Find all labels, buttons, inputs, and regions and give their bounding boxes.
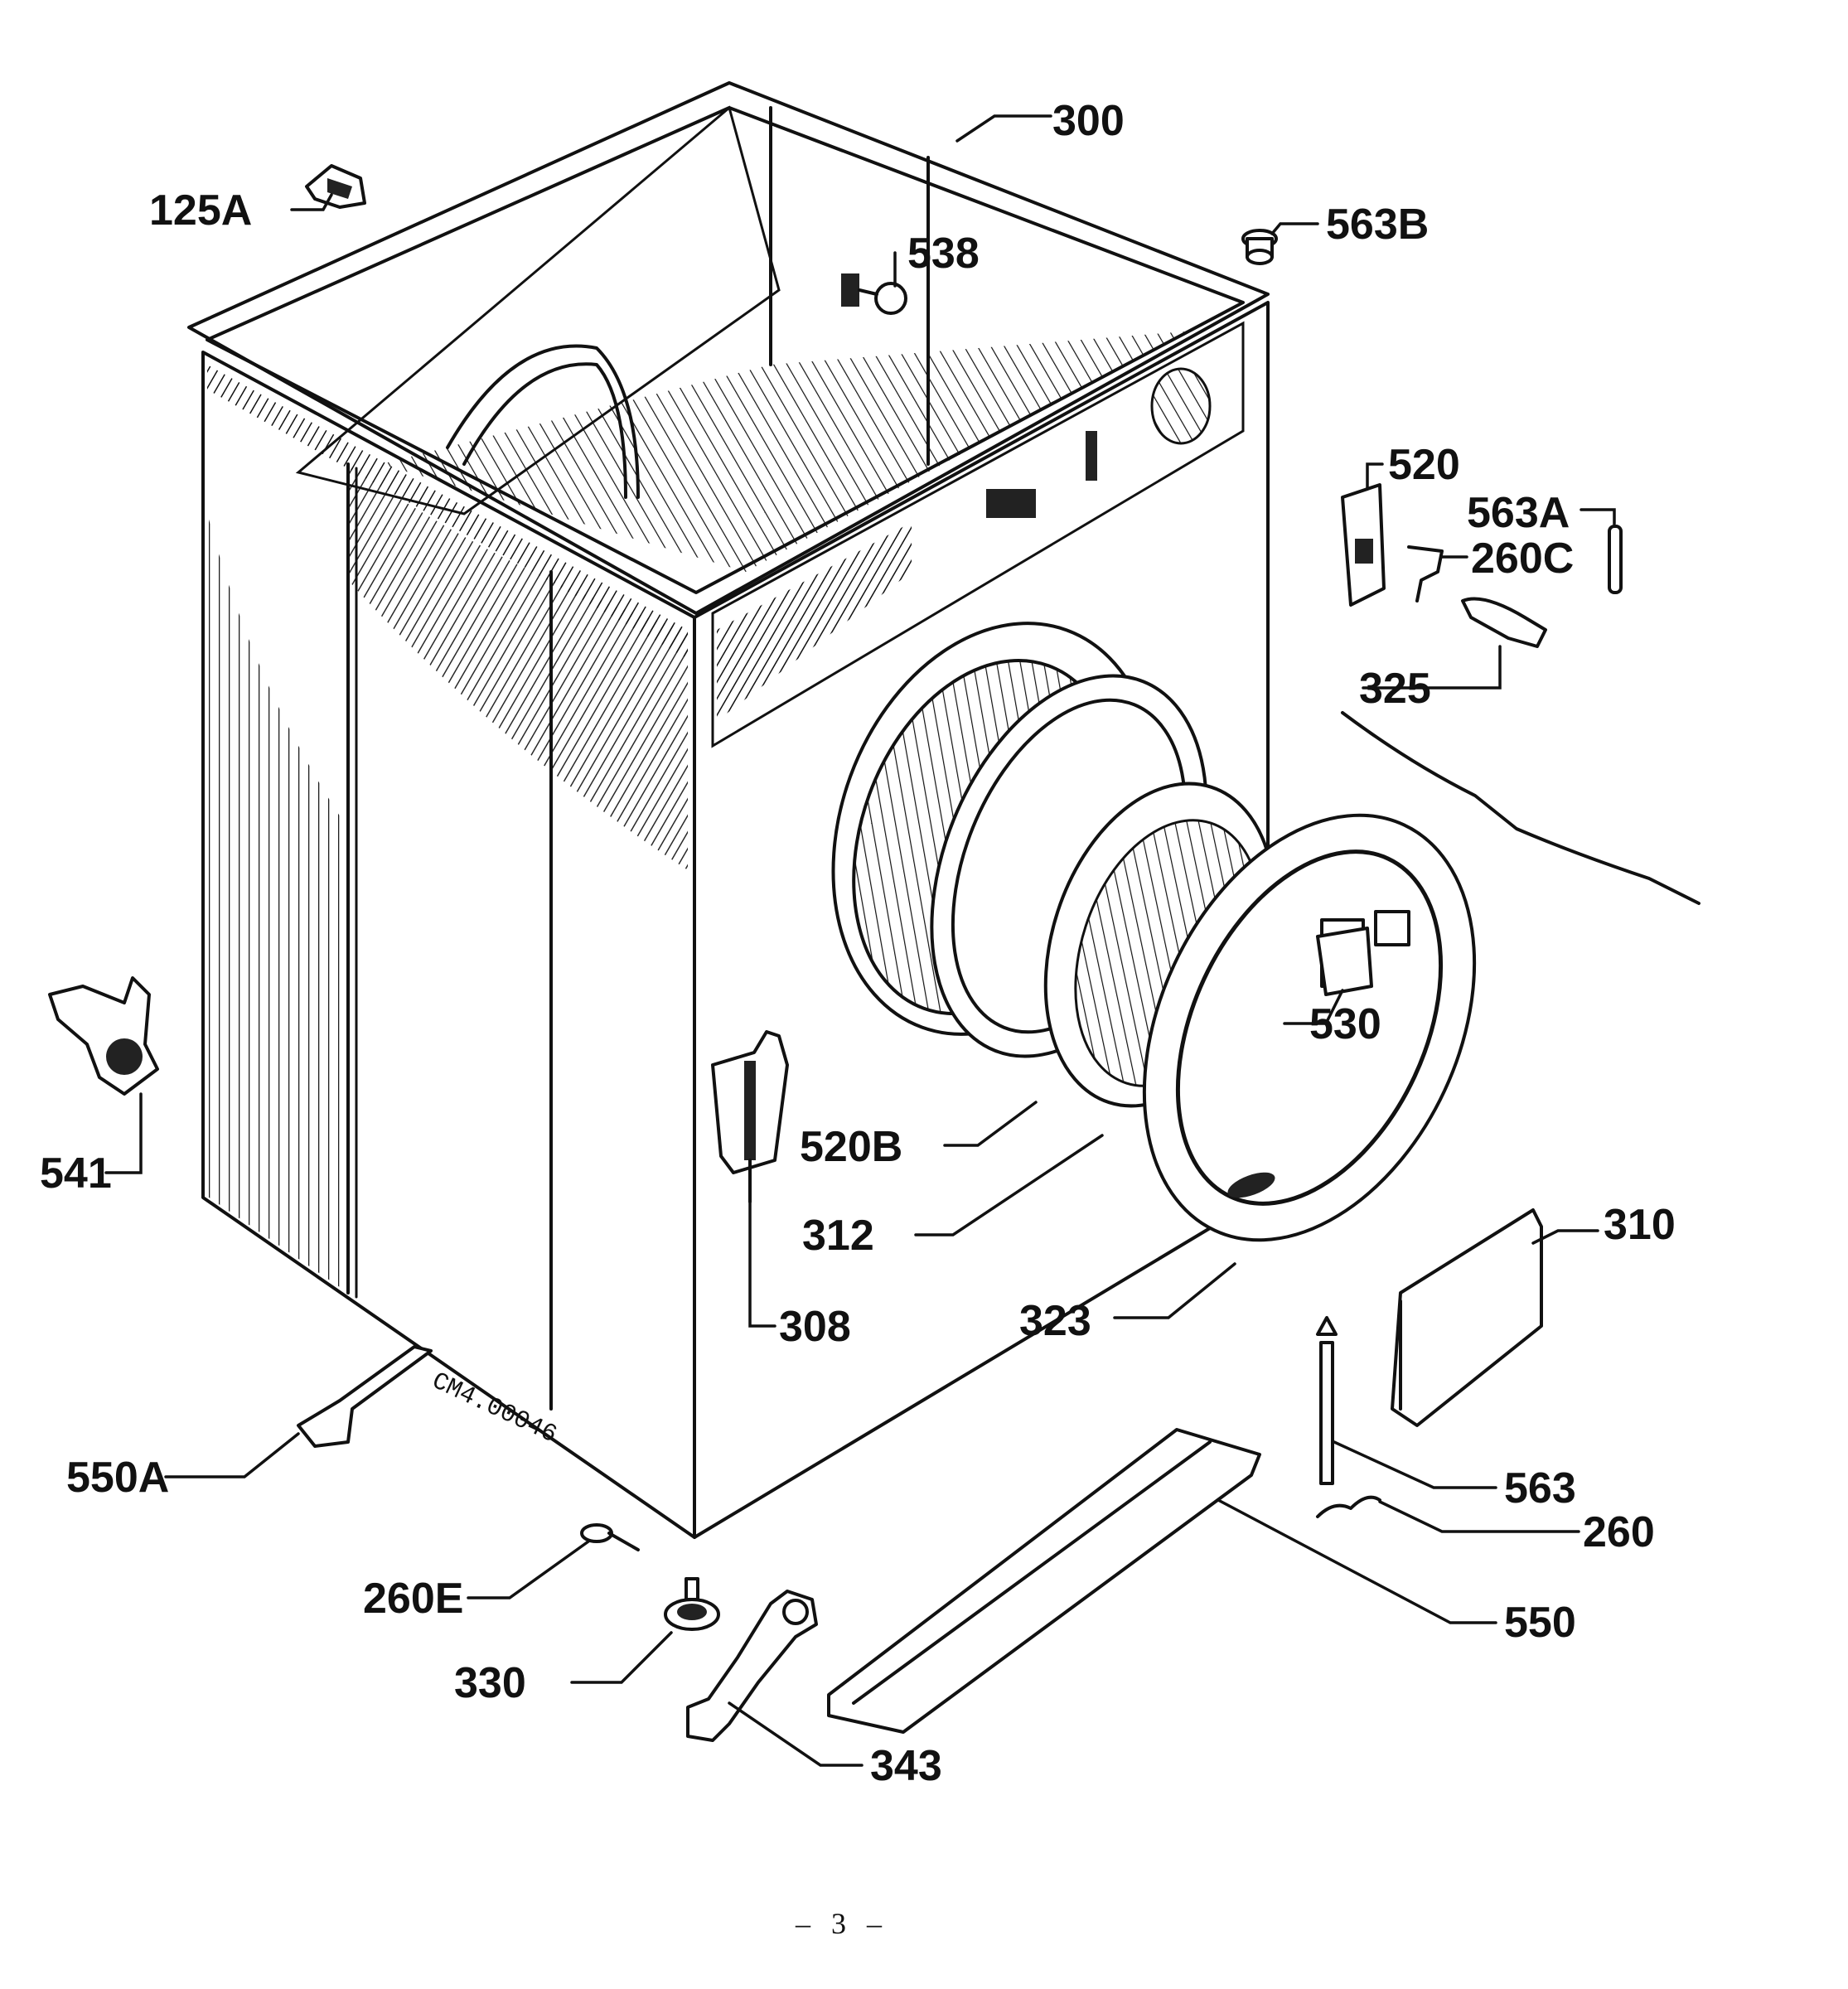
label-312: 312 (802, 1212, 874, 1260)
pin-part-563 (1316, 1316, 1338, 1485)
spring-part-260c (1407, 545, 1444, 603)
label-530: 530 (1309, 1000, 1381, 1048)
label-520b: 520B (800, 1123, 903, 1171)
label-550: 550 (1504, 1599, 1576, 1647)
leader-lines (104, 114, 1616, 1767)
label-541: 541 (40, 1149, 112, 1198)
foot-part-330 (664, 1577, 720, 1631)
wrench-part-343 (686, 1590, 818, 1742)
hinge-part-125a (305, 164, 366, 209)
cable-line (1341, 711, 1700, 905)
label-520: 520 (1388, 441, 1460, 489)
clip-part-538 (841, 273, 907, 315)
page-number: – 3 – (796, 1907, 888, 1940)
label-310: 310 (1604, 1201, 1676, 1249)
label-260c: 260C (1471, 535, 1575, 583)
plinth-part-550 (827, 1428, 1261, 1734)
plug-part-563b (1241, 229, 1278, 265)
label-563b: 563B (1326, 201, 1430, 249)
lock-part-520 (1341, 483, 1386, 607)
hinge-part-520b (711, 1030, 789, 1203)
label-260e: 260E (363, 1575, 464, 1623)
clip-part-260e (580, 1523, 640, 1551)
filter-cover-310 (1391, 1208, 1543, 1427)
valve-part-541 (48, 976, 159, 1096)
label-563: 563 (1504, 1464, 1576, 1512)
label-325: 325 (1359, 665, 1431, 713)
label-300: 300 (1052, 97, 1125, 145)
label-330: 330 (454, 1659, 526, 1707)
label-260: 260 (1583, 1508, 1655, 1556)
label-563a: 563A (1467, 489, 1570, 537)
spring-part-260 (1316, 1495, 1381, 1518)
label-125a: 125A (149, 186, 253, 235)
door-catch-530 (1316, 910, 1410, 996)
label-550a: 550A (66, 1454, 170, 1502)
bracket-part-550a (297, 1345, 433, 1448)
label-538: 538 (907, 230, 980, 278)
handle-part-325 (1461, 597, 1547, 648)
label-308: 308 (779, 1303, 851, 1351)
label-323: 323 (1019, 1297, 1091, 1345)
label-343: 343 (870, 1742, 942, 1790)
pin-part-563a (1608, 525, 1623, 594)
